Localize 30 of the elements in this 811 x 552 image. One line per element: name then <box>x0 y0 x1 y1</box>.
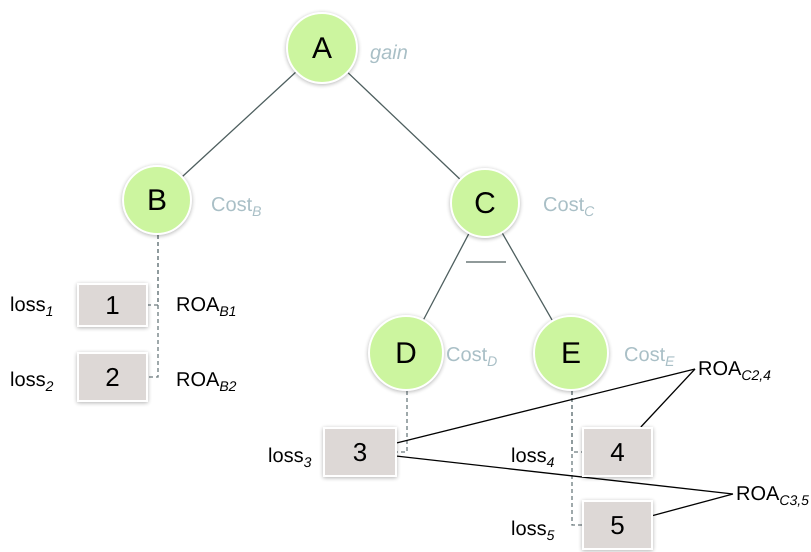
roa-label: ROA$_{B2}$ <box>176 368 236 395</box>
roa-note: ROA$_{C2,4}$ <box>698 356 808 382</box>
outcome-box: 4 <box>582 427 653 477</box>
cost-label: Cost$_{C}$ <box>543 193 594 220</box>
outcome-box: 2 <box>77 352 148 402</box>
loss-label: loss$_{3}$ <box>268 444 312 471</box>
loss-label: loss$_{4}$ <box>511 444 554 471</box>
roa-label: ROA$_{B1}$ <box>176 293 236 320</box>
tree-line <box>348 72 460 180</box>
leader-line <box>652 493 734 516</box>
gain-label: gain <box>370 41 408 66</box>
tree-line <box>423 234 470 320</box>
outcome-box: 3 <box>323 427 397 477</box>
dashed-connector <box>397 391 408 453</box>
leader-line <box>396 368 696 444</box>
cost-label: Cost$_{D}$ <box>446 343 498 370</box>
roa-note: ROA$_{C3,5}$ <box>736 481 811 507</box>
leader-line <box>396 456 734 495</box>
dashed-connector <box>148 235 159 378</box>
loss-label: loss$_{1}$ <box>10 293 54 320</box>
loss-label: loss$_{5}$ <box>511 517 554 544</box>
cost-label: Cost$_{E}$ <box>624 343 674 370</box>
outcome-box: 1 <box>77 283 148 327</box>
tree-line <box>182 72 296 177</box>
dashed-connector <box>571 391 582 526</box>
tree-line <box>502 233 553 320</box>
loss-label: loss$_{2}$ <box>10 368 54 395</box>
leader-line <box>640 368 696 428</box>
cost-label: Cost$_{B}$ <box>211 193 262 220</box>
outcome-box: 5 <box>582 500 653 550</box>
